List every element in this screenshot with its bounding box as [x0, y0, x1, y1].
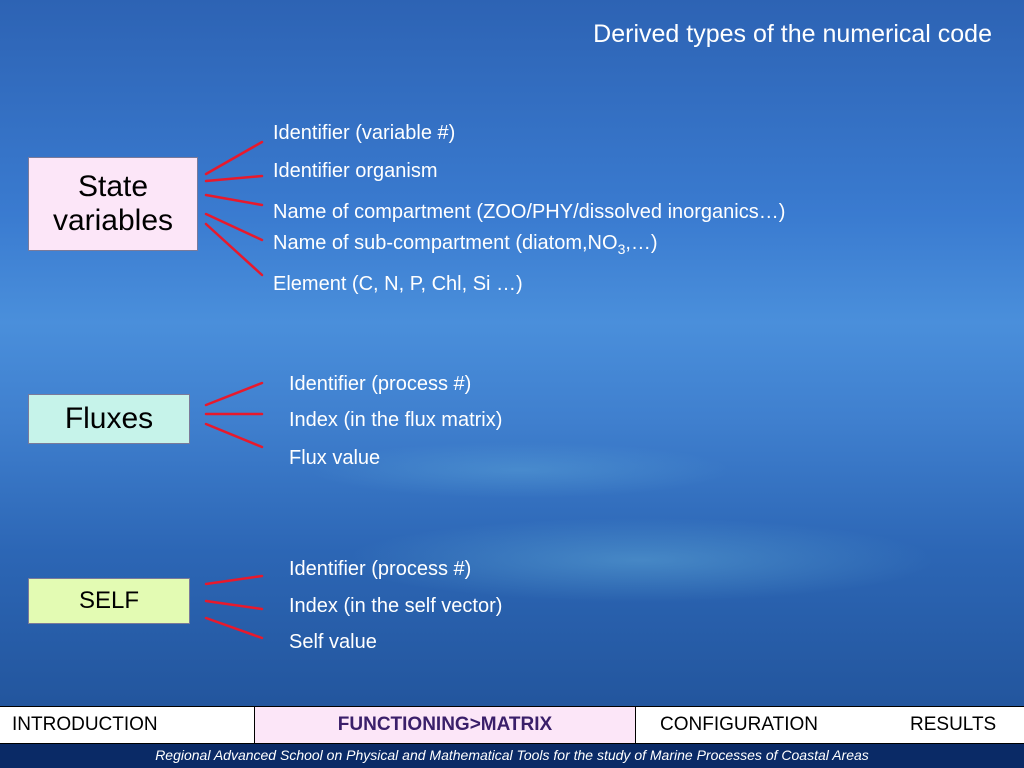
slide-title: Derived types of the numerical code [593, 20, 992, 48]
subcompartment-subscript: 3 [617, 241, 626, 257]
connector-line [204, 222, 264, 277]
navigation-bar: INTRODUCTION FUNCTIONING>MATRIX CONFIGUR… [0, 706, 1024, 744]
connector-line [204, 140, 264, 176]
self-item-index: Index (in the self vector) [289, 595, 503, 617]
connector-line [204, 616, 264, 640]
connector-line [204, 599, 264, 611]
connector-line [204, 422, 264, 449]
flux-item-value: Flux value [289, 447, 381, 469]
nav-configuration[interactable]: CONFIGURATION [660, 714, 818, 735]
self-box: SELF [28, 578, 190, 624]
subcompartment-text-end: ,…) [625, 232, 658, 254]
self-item-value: Self value [289, 631, 377, 653]
state-box-line1: State [77, 169, 149, 203]
fluxes-box: Fluxes [28, 394, 190, 444]
self-item-process-id: Identifier (process #) [289, 558, 472, 580]
subcompartment-text: Name of sub-compartment (diatom,NO [273, 232, 618, 254]
connector-line [204, 381, 264, 407]
connector-line [204, 574, 264, 586]
state-box-line2: variables [52, 204, 174, 237]
state-item-variable-id: Identifier (variable #) [273, 122, 456, 144]
state-variables-box: State variables [28, 157, 198, 251]
flux-item-process-id: Identifier (process #) [289, 373, 472, 395]
flux-item-index: Index (in the flux matrix) [289, 409, 503, 431]
connector-line [204, 212, 264, 242]
state-item-subcompartment: Name of sub-compartment (diatom,NO3,…) [273, 232, 658, 257]
nav-introduction[interactable]: INTRODUCTION [12, 714, 158, 735]
state-item-organism-id: Identifier organism [273, 160, 438, 182]
nav-functioning-matrix[interactable]: FUNCTIONING>MATRIX [254, 707, 636, 743]
state-item-compartment: Name of compartment (ZOO/PHY/dissolved i… [273, 201, 786, 223]
footer-caption: Regional Advanced School on Physical and… [0, 744, 1024, 768]
connector-line [204, 174, 264, 183]
state-item-element: Element (C, N, P, Chl, Si …) [273, 273, 523, 295]
connector-line [204, 193, 264, 207]
nav-results[interactable]: RESULTS [910, 714, 997, 735]
